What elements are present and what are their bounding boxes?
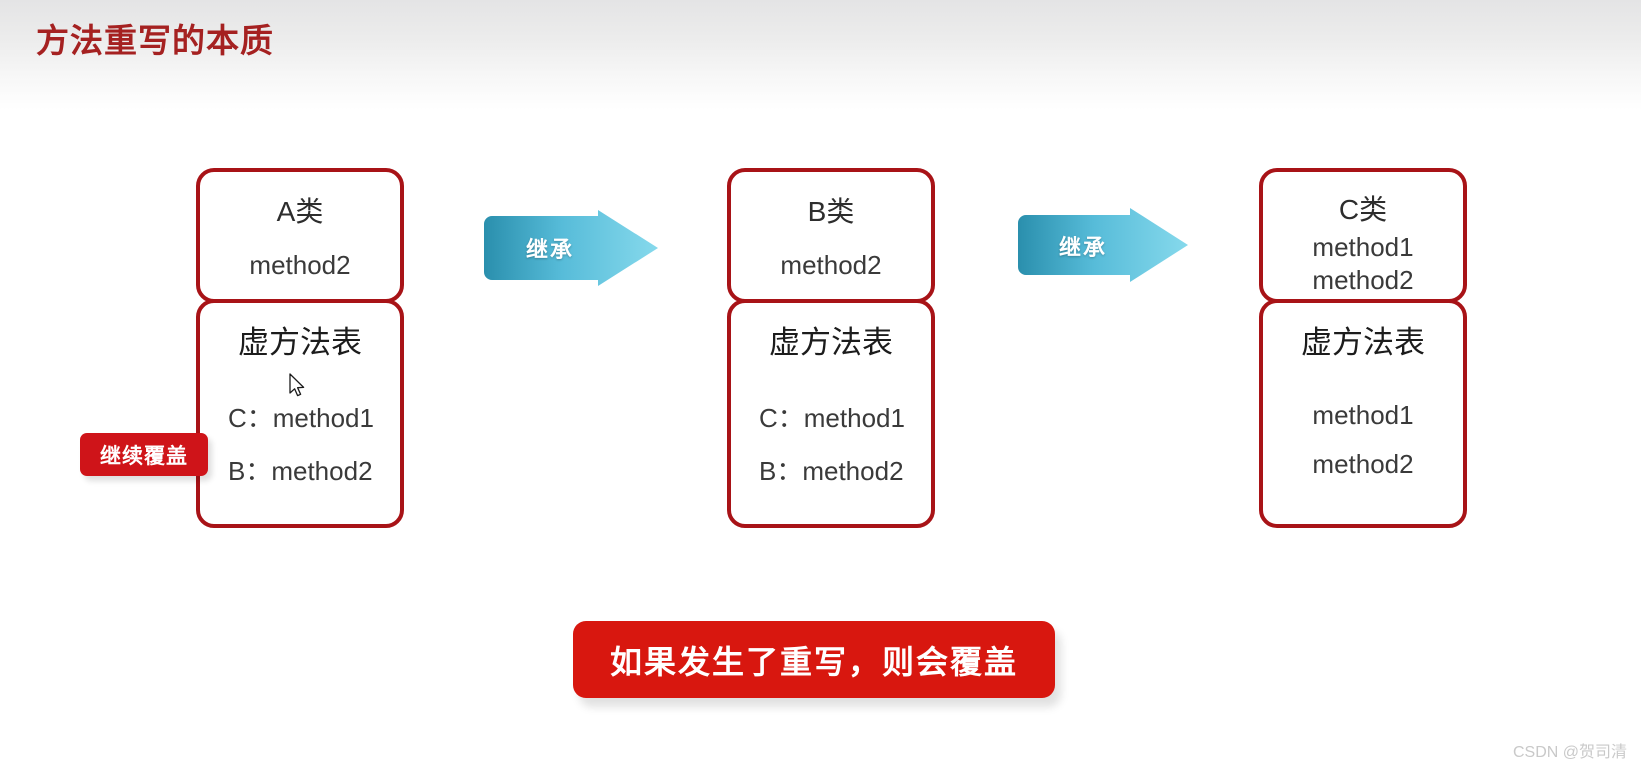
- vtable-entry-b-1: B：method2: [759, 456, 904, 486]
- vtable-box-a: 虚方法表 C：method1 B：method2: [196, 299, 404, 528]
- class-group-b: B类 method2 虚方法表 C：method1 B：method2: [727, 168, 935, 528]
- class-method-b-0: method2: [780, 250, 882, 280]
- arrow-inherit-b-to-c: 继承: [1012, 205, 1192, 285]
- class-group-a: A类 method2 虚方法表 C：method1 B：method2: [196, 168, 404, 528]
- status-badge-continue-override[interactable]: 继续覆盖: [80, 433, 208, 476]
- page-title: 方法重写的本质: [36, 22, 274, 59]
- class-box-a-header: A类 method2: [196, 168, 404, 303]
- vtable-entry-c-0: method1: [1312, 400, 1414, 430]
- class-name-c: C类: [1338, 194, 1388, 225]
- vtable-entry-c-1: method2: [1312, 449, 1414, 479]
- vtable-entry-a-0: C：method1: [228, 403, 374, 433]
- mouse-cursor: [289, 373, 307, 404]
- arrow-inherit-a-to-b: 继承: [478, 208, 662, 288]
- vtable-box-b: 虚方法表 C：method1 B：method2: [727, 299, 935, 528]
- arrow-shape-icon: [484, 210, 658, 286]
- arrow-label-a-to-b: 继承: [526, 237, 575, 262]
- cursor-arrow-icon: [289, 373, 305, 397]
- vtable-entry-b-0: C：method1: [759, 403, 905, 433]
- class-box-c-header: C类 method1 method2: [1259, 168, 1467, 303]
- arrow-label-b-to-c: 继承: [1059, 235, 1108, 260]
- class-method-a-0: method2: [249, 250, 351, 280]
- class-name-a: A类: [276, 196, 324, 227]
- summary-banner: 如果发生了重写，则会覆盖: [573, 621, 1055, 698]
- vtable-entry-a-1: B：method2: [228, 456, 373, 486]
- vtable-title-b: 虚方法表: [769, 325, 893, 360]
- vtable-box-c: 虚方法表 method1 method2: [1259, 299, 1467, 528]
- class-name-b: B类: [807, 196, 855, 227]
- class-method-c-1: method2: [1312, 265, 1414, 295]
- watermark: CSDN @贺司清: [1512, 744, 1627, 761]
- class-box-b-header: B类 method2: [727, 168, 935, 303]
- arrow-shape-icon: [1018, 208, 1188, 282]
- background-gradient: [0, 0, 1641, 110]
- class-group-c: C类 method1 method2 虚方法表 method1 method2: [1259, 168, 1467, 528]
- vtable-title-c: 虚方法表: [1301, 325, 1425, 360]
- class-method-c-0: method1: [1312, 232, 1414, 262]
- vtable-title-a: 虚方法表: [238, 325, 362, 360]
